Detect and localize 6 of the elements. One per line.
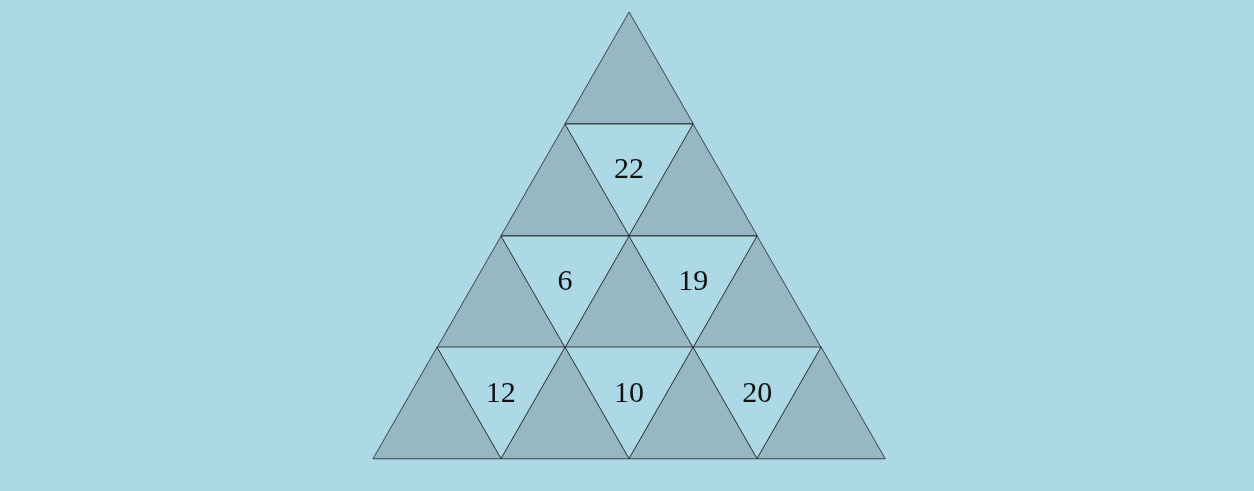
number-label: 12 [485,374,516,409]
number-label: 20 [742,374,773,409]
number-label: 19 [678,263,709,298]
number-label: 6 [557,263,573,298]
number-label: 10 [614,374,644,409]
number-label: 22 [614,151,644,186]
